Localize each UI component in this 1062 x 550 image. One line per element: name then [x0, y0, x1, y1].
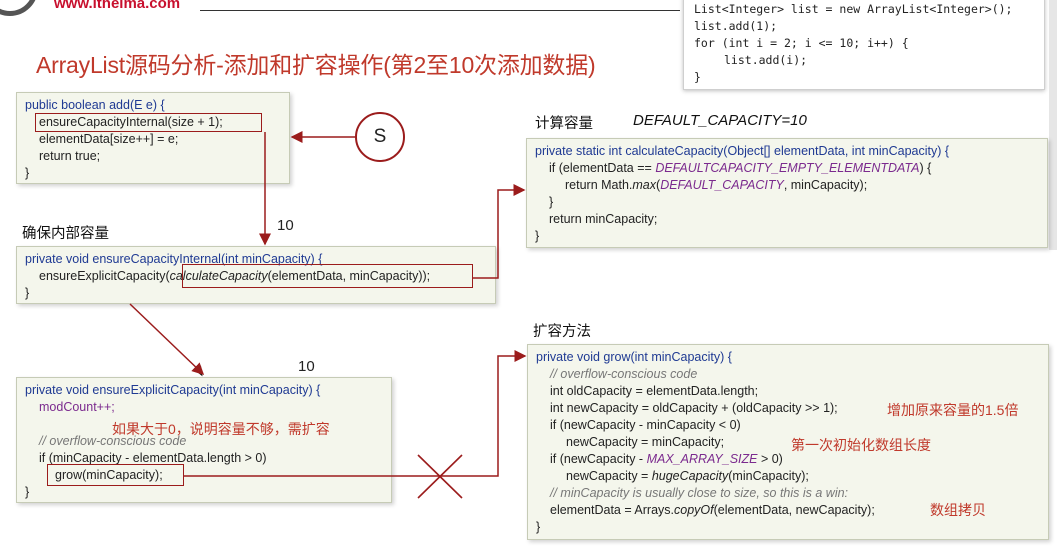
- code-line: }: [536, 520, 541, 534]
- code-token: elementData = Arrays.: [550, 503, 675, 517]
- code-token: ensureExplicitCapacity(: [39, 269, 170, 283]
- value-label: 10: [298, 358, 315, 375]
- code-token: DEFAULTCAPACITY_EMPTY_ELEMENTDATA: [655, 161, 920, 175]
- calculate-capacity-box: private static int calculateCapacity(Obj…: [526, 138, 1048, 248]
- step-marker: S: [355, 112, 405, 162]
- code-line: }: [25, 286, 30, 300]
- code-line: elementData[size++] = e;: [39, 132, 179, 146]
- code-line: if (minCapacity - elementData.length > 0…: [39, 451, 267, 465]
- code-token: hugeCapacity: [651, 469, 729, 483]
- logo-text: www.itheima.com: [54, 0, 181, 12]
- code-line: private void grow(int minCapacity) {: [536, 350, 732, 364]
- code-token: (: [656, 178, 661, 192]
- code-line: }: [25, 166, 30, 180]
- section-label-ensure-internal: 确保内部容量: [22, 226, 109, 242]
- header-divider: [200, 10, 680, 11]
- ensure-internal-box: private void ensureCapacityInternal(int …: [16, 246, 496, 304]
- code-line: if (newCapacity - minCapacity < 0): [550, 418, 741, 432]
- arrow-to-grow: [184, 350, 527, 477]
- slide-title: ArrayList源码分析-添加和扩容操作(第2至10次添加数据): [36, 52, 596, 78]
- code-line: ensureExplicitCapacity(calculateCapacity…: [25, 268, 487, 285]
- code-line: return true;: [39, 149, 101, 163]
- annotation-grow-1-5: 增加原来容量的1.5倍: [887, 402, 1019, 418]
- code-comment: // overflow-conscious code: [550, 367, 698, 381]
- section-label-grow: 扩容方法: [533, 324, 591, 340]
- sample-code-line: list.add(1);: [694, 19, 778, 33]
- sample-code-line: List<Integer> list = new ArrayList<Integ…: [694, 2, 1013, 16]
- arrow-to-calculate: [473, 184, 526, 279]
- highlight-box: [47, 464, 184, 486]
- code-line: }: [549, 195, 554, 209]
- code-token: copyOf: [674, 503, 714, 517]
- code-line: public boolean add(E e) {: [25, 98, 165, 112]
- code-line: ensureCapacityInternal(size + 1);: [39, 115, 223, 129]
- code-token: > 0): [757, 452, 783, 466]
- code-line: newCapacity = minCapacity;: [566, 435, 725, 449]
- arrow-to-explicit: [129, 303, 205, 376]
- code-token: , minCapacity);: [783, 178, 868, 192]
- sample-code-line: for (int i = 2; i <= 10; i++) {: [694, 36, 909, 50]
- code-line: if (elementData == DEFAULTCAPACITY_EMPTY…: [535, 160, 1039, 177]
- code-line: return Math.max(DEFAULT_CAPACITY, minCap…: [535, 177, 1039, 194]
- code-token: DEFAULT_CAPACITY: [660, 178, 784, 192]
- code-line: newCapacity = hugeCapacity(minCapacity);: [536, 468, 1040, 485]
- code-token: return Math.: [565, 178, 633, 192]
- code-line: elementData = Arrays.copyOf(elementData,…: [536, 502, 1040, 519]
- add-method-box: public boolean add(E e) { ensureCapacity…: [16, 92, 290, 184]
- code-token: (minCapacity);: [728, 469, 809, 483]
- code-comment: // overflow-conscious code: [39, 434, 187, 448]
- highlight-box: [35, 113, 262, 132]
- code-token: newCapacity =: [566, 469, 652, 483]
- code-line: grow(minCapacity);: [55, 468, 163, 482]
- code-line: int newCapacity = oldCapacity + (oldCapa…: [550, 401, 838, 415]
- code-token: (elementData, newCapacity);: [713, 503, 875, 517]
- code-token: MAX_ARRAY_SIZE: [646, 452, 758, 466]
- code-line: }: [25, 485, 30, 499]
- code-token: ) {: [919, 161, 932, 175]
- annotation-first-init: 第一次初始化数组长度: [791, 437, 931, 453]
- annotation-array-copy: 数组拷贝: [930, 502, 986, 518]
- annotation-need-grow: 如果大于0，说明容量不够，需扩容: [112, 421, 330, 437]
- code-comment: // minCapacity is usually close to size,…: [550, 486, 849, 500]
- highlight-box: [182, 264, 473, 288]
- grow-method-box: private void grow(int minCapacity) { // …: [527, 344, 1049, 540]
- code-line: return minCapacity;: [549, 212, 658, 226]
- default-capacity-label: DEFAULT_CAPACITY=10: [633, 112, 807, 129]
- sample-code-panel: List<Integer> list = new ArrayList<Integ…: [683, 0, 1045, 90]
- code-line: private static int calculateCapacity(Obj…: [535, 144, 950, 158]
- sample-code-line: list.add(i);: [724, 53, 808, 67]
- code-line: modCount++;: [39, 400, 115, 414]
- code-line: }: [535, 229, 540, 243]
- value-label: 10: [277, 217, 294, 234]
- code-line: private void ensureExplicitCapacity(int …: [25, 383, 321, 397]
- code-line: int oldCapacity = elementData.length;: [550, 384, 759, 398]
- code-token: if (elementData ==: [549, 161, 656, 175]
- section-label-calculate: 计算容量: [535, 116, 593, 132]
- ensure-explicit-box: private void ensureExplicitCapacity(int …: [16, 377, 392, 503]
- sample-code-line: }: [694, 70, 701, 84]
- cross-icon: [417, 454, 463, 499]
- code-token: if (newCapacity -: [550, 452, 647, 466]
- code-line: if (newCapacity - MAX_ARRAY_SIZE > 0): [536, 451, 1040, 468]
- code-line: private void ensureCapacityInternal(int …: [25, 252, 323, 266]
- scrollbar[interactable]: [1049, 0, 1057, 250]
- code-token: calculateCapacity: [169, 269, 268, 283]
- code-token: (elementData, minCapacity));: [267, 269, 431, 283]
- code-token: max: [632, 178, 657, 192]
